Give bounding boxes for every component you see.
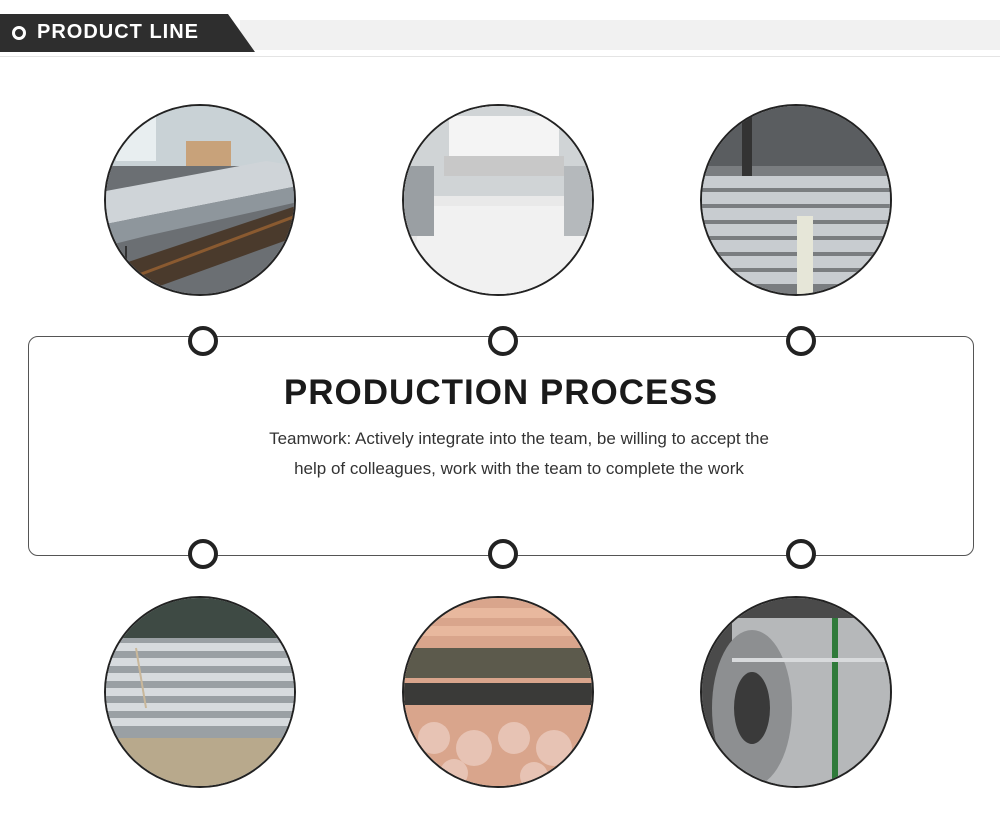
- connector-ring-icon: [488, 539, 518, 569]
- connector-ring-icon: [188, 326, 218, 356]
- section-header: PRODUCT LINE: [0, 14, 1000, 52]
- production-photo-copper-pipes: [402, 596, 594, 788]
- panel-title: PRODUCTION PROCESS: [283, 373, 719, 412]
- production-photo-extrusion-table: [104, 104, 296, 296]
- production-photo-steel-pipes: [104, 596, 296, 788]
- production-photo-pipe-bundles: [700, 104, 892, 296]
- circle-bullet-icon: [12, 26, 26, 40]
- panel-description: Teamwork: Actively integrate into the te…: [269, 429, 769, 478]
- production-photo-sheet-plates: [402, 104, 594, 296]
- connector-ring-icon: [786, 539, 816, 569]
- divider: [0, 56, 1000, 57]
- production-photo-steel-coil: [700, 596, 892, 788]
- page-title: PRODUCT LINE: [37, 21, 199, 43]
- header-strip: [240, 20, 1000, 50]
- production-process-panel: PRODUCTION PROCESS Teamwork: Actively in…: [28, 336, 974, 556]
- connector-ring-icon: [786, 326, 816, 356]
- connector-ring-icon: [188, 539, 218, 569]
- connector-ring-icon: [488, 326, 518, 356]
- header-tab: PRODUCT LINE: [0, 14, 255, 52]
